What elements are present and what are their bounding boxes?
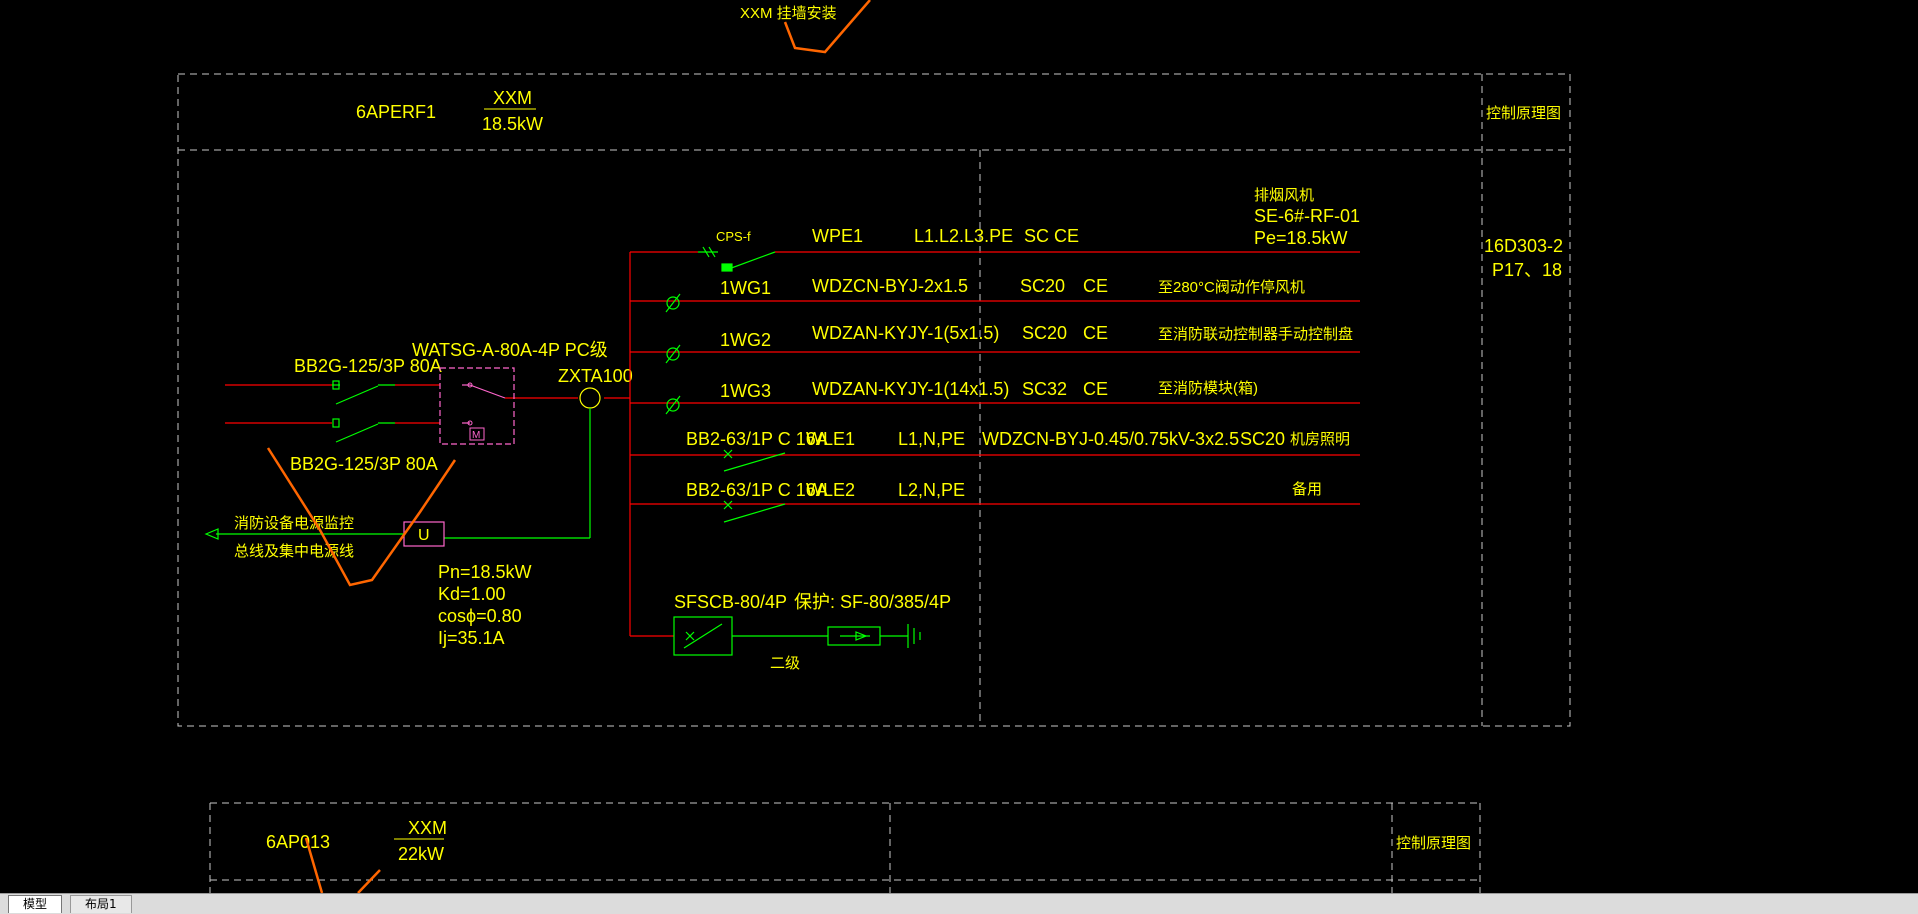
circuit-3-name: 1WG2 <box>720 330 771 350</box>
panel1-atlas-ref: 16D303-2 <box>1484 236 1563 256</box>
circuit-1-name: WPE1 <box>812 226 863 246</box>
panel1-id: 6APERF1 <box>356 102 436 122</box>
top-caption: XXM 挂墙安装 <box>740 5 837 22</box>
panel1-power: 18.5kW <box>482 114 543 134</box>
current-transformer-symbol <box>579 387 601 409</box>
circuit-5-load: 机房照明 <box>1290 431 1350 448</box>
incoming-power-lines <box>225 384 630 424</box>
cad-drawing-canvas[interactable]: XXM 挂墙安装 6APERF1 XXM 18.5kW 控制原理图 16D303… <box>0 0 1918 893</box>
calc-pn: Pn=18.5kW <box>438 562 532 582</box>
incoming-breaker-1-label: BB2G-125/3P 80A <box>294 356 442 376</box>
circuit-6-name: WLE2 <box>806 480 855 500</box>
cps-device-symbol <box>698 246 776 272</box>
incoming-breaker-symbols <box>332 380 395 443</box>
control-circuit-symbols <box>665 293 681 415</box>
circuit-4-cable: WDZAN-KYJY-1(14x1.5) <box>812 379 1009 399</box>
panel2-model: XXM <box>408 818 447 838</box>
ats-device: M <box>439 367 515 445</box>
circuit-4-method: CE <box>1083 379 1108 399</box>
panel2-frame <box>209 802 1481 893</box>
monitor-label-1: 消防设备电源监控 <box>234 515 354 532</box>
circuit-6-phases: L2,N,PE <box>898 480 965 500</box>
revision-cloud-bottom-b <box>357 869 381 893</box>
circuit-2-cable: WDZCN-BYJ-2x1.5 <box>812 276 968 296</box>
circuit-2-method: CE <box>1083 276 1108 296</box>
circuit-4-load: 至消防模块(箱) <box>1158 380 1258 397</box>
revision-cloud-bottom <box>304 837 324 893</box>
panel2-power: 22kW <box>398 844 444 864</box>
circuit-2-load: 至280°C阀动作停风机 <box>1158 279 1305 296</box>
calc-kd: Kd=1.00 <box>438 584 506 604</box>
circuit-1-device: CPS-f <box>716 229 751 244</box>
circuit-3-load: 至消防联动控制器手动控制盘 <box>1158 325 1353 343</box>
circuit-1-load-3: Pe=18.5kW <box>1254 228 1348 248</box>
circuit-2-conduit: SC20 <box>1020 276 1065 296</box>
circuit-6-load: 备用 <box>1292 481 1322 498</box>
revision-cloud-left <box>266 447 457 587</box>
tab-layout1[interactable]: 布局1 <box>70 895 132 913</box>
monitor-label-2: 总线及集中电源线 <box>234 543 354 560</box>
circuit-5-name: WLE1 <box>806 429 855 449</box>
circuit-5-device: BB2-63/1P C 16A <box>686 429 828 449</box>
circuit-1-conduit: SC CE <box>1024 226 1079 246</box>
calc-ij: Ij=35.1A <box>438 628 505 648</box>
panel2-id: 6AP013 <box>266 832 330 852</box>
circuit-4-conduit: SC32 <box>1022 379 1067 399</box>
spd-level-label: 二级 <box>770 655 800 672</box>
spd-branch-symbols <box>673 616 921 656</box>
lighting-breaker-symbols <box>723 449 786 523</box>
ats-label: WATSG-A-80A-4P PC级 <box>412 340 608 360</box>
panel1-model: XXM <box>493 88 532 108</box>
circuit-5-phases: L1,N,PE <box>898 429 965 449</box>
circuit-1-load-2: SE-6#-RF-01 <box>1254 206 1360 226</box>
tab-model[interactable]: 模型 <box>8 895 63 913</box>
ats-motor-label: M <box>472 430 480 441</box>
panel1-atlas-pages: P17、18 <box>1492 260 1562 280</box>
circuit-4-name: 1WG3 <box>720 381 771 401</box>
spd-protect-label: 保护: SF-80/385/4P <box>794 592 951 612</box>
outgoing-circuit-lines <box>630 251 1360 637</box>
layout-tab-bar: 模型 布局1 <box>0 893 1918 914</box>
monitor-symbol: U <box>418 527 430 544</box>
spd-breaker-label: SFSCB-80/4P <box>674 592 787 612</box>
circuit-5-cable: WDZCN-BYJ-0.45/0.75kV-3x2.5 <box>982 429 1239 449</box>
circuit-1-load-1: 排烟风机 <box>1254 187 1314 204</box>
circuit-2-name: 1WG1 <box>720 278 771 298</box>
circuit-3-method: CE <box>1083 323 1108 343</box>
revision-cloud-top <box>783 0 871 54</box>
circuit-5-conduit: SC20 <box>1240 429 1285 449</box>
monitor-branch-lines <box>204 408 591 540</box>
circuit-3-conduit: SC20 <box>1022 323 1067 343</box>
incoming-breaker-2-label: BB2G-125/3P 80A <box>290 454 438 474</box>
circuit-6-device: BB2-63/1P C 16A <box>686 480 828 500</box>
calc-cos: cosϕ=0.80 <box>438 606 522 626</box>
panel1-control-header: 控制原理图 <box>1486 105 1561 122</box>
circuit-3-cable: WDZAN-KYJY-1(5x1.5) <box>812 323 999 343</box>
circuit-1-phases: L1.L2.L3.PE <box>914 226 1013 246</box>
busbar-label: ZXTA100 <box>558 366 633 386</box>
panel1-frame <box>177 73 1571 727</box>
panel2-control-header: 控制原理图 <box>1396 835 1471 852</box>
